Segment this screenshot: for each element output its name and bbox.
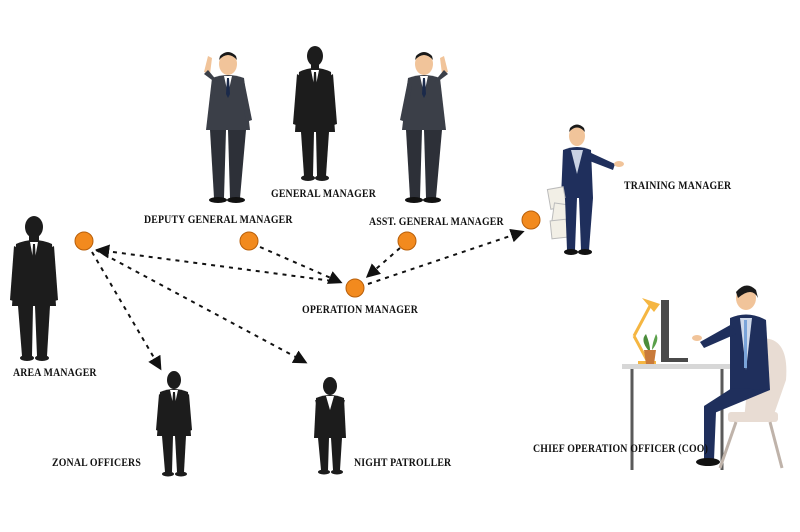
label-zonal-officers: ZONAL OFFICERS	[52, 455, 141, 469]
arrow-deputy-to-operation	[259, 246, 343, 284]
figure-deputy-general-manager	[204, 52, 252, 203]
figure-zonal-officers	[156, 371, 192, 477]
label-operation-manager: OPERATION MANAGER	[302, 302, 419, 316]
figure-general-manager	[293, 46, 337, 181]
label-night-patroller: NIGHT PATROLLER	[354, 455, 452, 469]
figure-area-manager	[10, 216, 58, 361]
nodes	[74, 210, 541, 298]
figure-night-patroller	[314, 377, 346, 475]
label-general-manager: GENERAL MANAGER	[271, 186, 376, 200]
node-deputy	[239, 231, 259, 251]
label-area-manager: AREA MANAGER	[13, 365, 97, 379]
label-asst-general-manager: ASST. GENERAL MANAGER	[369, 214, 504, 228]
arrow-area-to-night	[95, 249, 308, 364]
figure-coo-desk-scene	[622, 285, 787, 470]
plant-icon	[643, 334, 658, 364]
figure-training-manager	[546, 124, 624, 255]
arrow-asst-to-operation	[365, 247, 401, 278]
label-coo: CHIEF OPERATION OFFICER (COO)	[533, 441, 709, 455]
node-asst	[397, 231, 417, 251]
node-area	[74, 231, 94, 251]
figure-asst-general-manager	[400, 52, 448, 203]
node-operation	[345, 278, 365, 298]
arrow-operation-to-training	[367, 228, 525, 285]
coo-person	[692, 285, 770, 466]
label-training-manager: TRAINING MANAGER	[624, 178, 732, 192]
monitor-icon	[661, 300, 688, 362]
label-deputy-general-manager: DEPUTY GENERAL MANAGER	[144, 212, 293, 226]
node-training	[521, 210, 541, 230]
connectors	[91, 228, 525, 371]
arrow-area-to-zonal	[91, 251, 162, 371]
desk-icon	[622, 364, 734, 470]
